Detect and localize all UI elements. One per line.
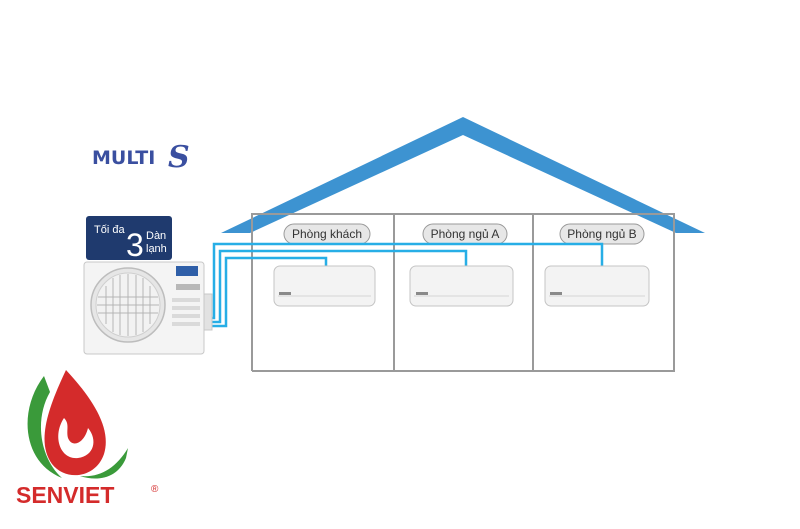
house-walls [251, 213, 675, 372]
indoor-unit-1 [273, 265, 376, 307]
pipe-to-room-2 [198, 249, 468, 324]
pipe-to-room-1 [198, 256, 328, 328]
badge-line2: Dàn [146, 230, 166, 242]
room-label-3: Phòng ngủ B [559, 223, 645, 245]
logo-green-swoosh-left [27, 376, 62, 478]
room-label-2-text: Phòng ngủ A [431, 227, 500, 241]
brand-multi-text: MULTI [92, 147, 155, 169]
room-label-3-text: Phòng ngủ B [567, 227, 636, 241]
logo-green-swoosh-right [80, 448, 128, 479]
badge-number: 3 [126, 227, 144, 263]
refrigerant-pipes [198, 242, 604, 328]
senviet-logo: SENVIET ® [16, 370, 159, 508]
brand-logo: MULTI S [92, 140, 190, 175]
logo-red-drop [44, 370, 106, 476]
outdoor-unit-brand-badge [176, 266, 198, 276]
outdoor-unit [83, 261, 213, 355]
max-units-badge: Tối đa 3 Dàn lạnh [86, 216, 172, 263]
badge-line3: lạnh [146, 243, 167, 255]
badge-line1: Tối đa [94, 224, 125, 236]
logo-white-swirl [58, 418, 94, 459]
badge-background [86, 216, 172, 260]
logo-registered-mark: ® [151, 484, 159, 495]
brand-s-text: S [168, 140, 190, 175]
house-roof [221, 117, 705, 233]
logo-text: SENVIET [16, 482, 114, 508]
pipe-to-room-3 [198, 242, 604, 320]
room-label-1-text: Phòng khách [292, 227, 362, 241]
room-label-2: Phòng ngủ A [422, 223, 508, 245]
indoor-unit-3 [544, 265, 650, 307]
indoor-unit-2 [409, 265, 514, 307]
room-label-1: Phòng khách [283, 223, 371, 245]
